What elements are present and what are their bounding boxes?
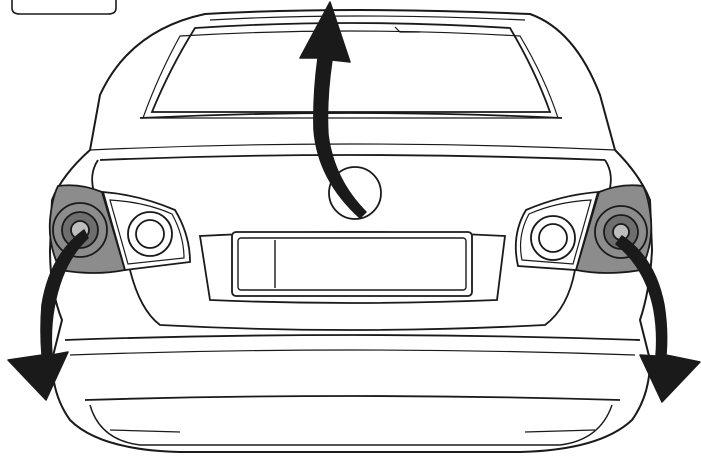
figure-tag-icon <box>12 0 116 14</box>
license-plate-icon <box>200 232 505 303</box>
